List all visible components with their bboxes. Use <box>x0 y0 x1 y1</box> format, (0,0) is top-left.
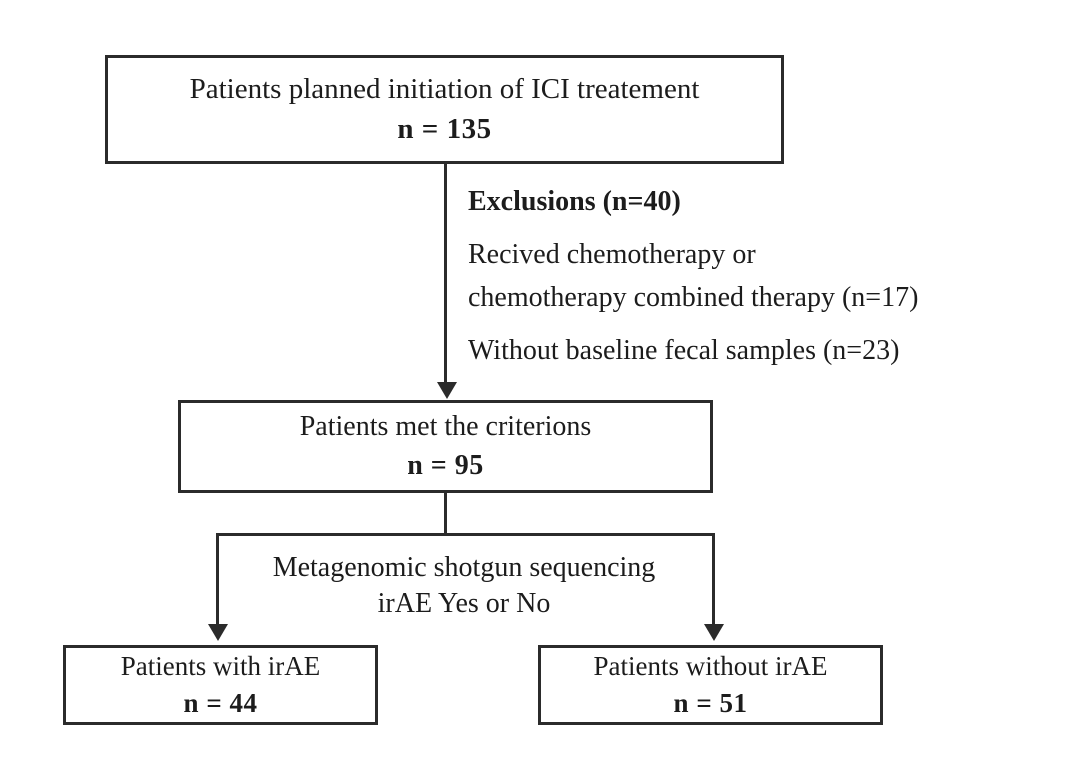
node-met-criterions-count: n = 95 <box>407 449 484 481</box>
node-planned-initiation: Patients planned initiation of ICI treat… <box>105 55 784 164</box>
node-patients-with-irae-count: n = 44 <box>183 688 258 718</box>
node-patients-with-irae-title: Patients with irAE <box>120 651 321 682</box>
node-patients-with-irae: Patients with irAE n = 44 <box>63 645 378 725</box>
exclusions-reason-3: Without baseline fecal samples (n=23) <box>468 335 900 367</box>
node-patients-without-irae-title: Patients without irAE <box>593 651 828 682</box>
node-planned-initiation-title: Patients planned initiation of ICI treat… <box>189 73 700 106</box>
exclusions-reason-1: Recived chemotherapy or <box>468 239 756 270</box>
connector-split-to-irae-yes <box>216 533 219 625</box>
node-patients-without-irae-count: n = 51 <box>673 688 748 718</box>
arrowhead-into-irae-no <box>704 624 724 641</box>
exclusions-heading: Exclusions (n=40) <box>468 186 681 217</box>
exclusions-block: Exclusions (n=40) Recived chemotherapy o… <box>468 186 1038 373</box>
split-label-line-1: Metagenomic shotgun sequencing <box>272 552 656 583</box>
arrowhead-into-criteria <box>437 382 457 399</box>
split-label-line-2: irAE Yes or No <box>377 587 551 619</box>
exclusions-reason-2: chemotherapy combined therapy (n=17) <box>468 281 919 313</box>
connector-top-to-criteria <box>444 164 447 384</box>
connector-split-to-irae-no <box>712 533 715 625</box>
connector-split-bar <box>216 533 715 536</box>
node-met-criterions-title: Patients met the criterions <box>299 411 592 443</box>
connector-criteria-stem <box>444 493 447 535</box>
exclusions-spacer <box>468 319 1038 330</box>
arrowhead-into-irae-yes <box>208 624 228 641</box>
node-met-criterions: Patients met the criterions n = 95 <box>178 400 713 493</box>
split-label-sequencing: Metagenomic shotgun sequencing irAE Yes … <box>228 550 700 622</box>
node-planned-initiation-count: n = 135 <box>397 112 492 145</box>
node-patients-without-irae: Patients without irAE n = 51 <box>538 645 883 725</box>
